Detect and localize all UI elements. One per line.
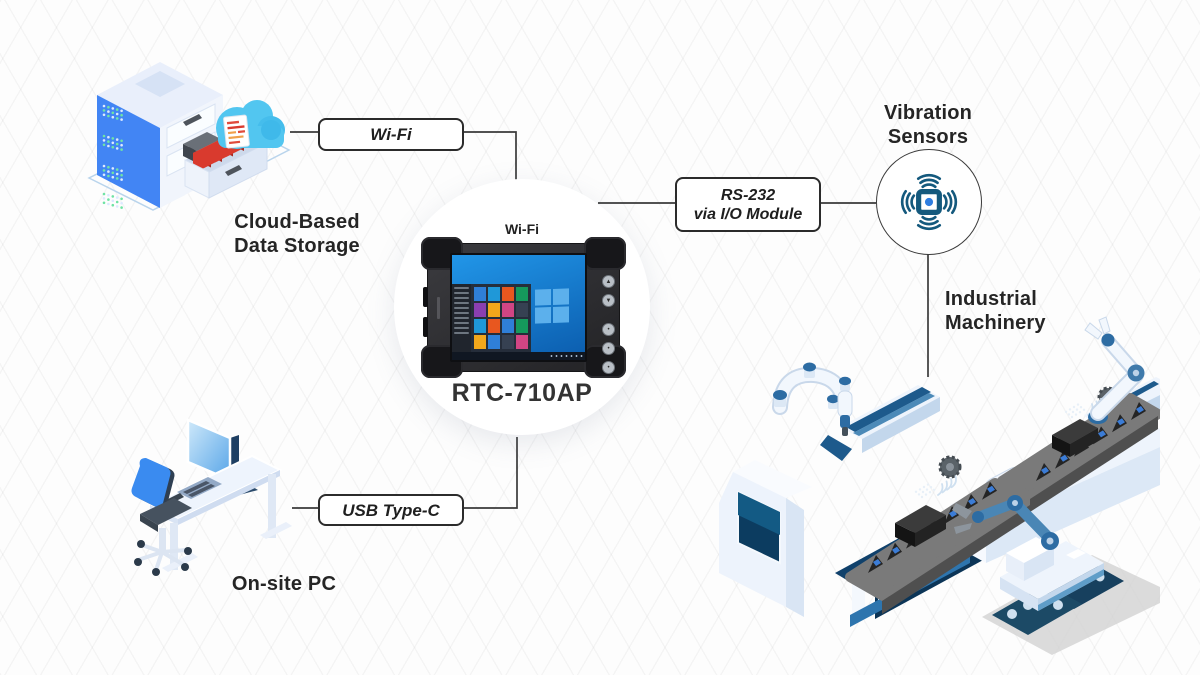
vibration-sensors-label: Vibration Sensors [828, 101, 1028, 149]
cloud-storage-label: Cloud-Based Data Storage [187, 210, 407, 258]
tablet-side-buttons: ▲ ▼ • • • [602, 275, 615, 380]
start-menu-tile [502, 335, 514, 349]
start-menu-tile [474, 319, 486, 333]
industrial-machinery-label: Industrial Machinery [945, 287, 1105, 335]
start-menu-tile [488, 319, 500, 333]
start-menu-tile [474, 335, 486, 349]
belt-module [1052, 419, 1098, 457]
windows-taskbar [452, 352, 585, 360]
windows-logo-icon [535, 288, 569, 324]
start-menu-tile [474, 287, 486, 301]
document-icon [223, 114, 250, 149]
start-menu-tile [516, 319, 528, 333]
tracked-robot-icon [952, 495, 1124, 635]
cloud-storage-label-line2: Data Storage [234, 235, 360, 257]
system-tray-icons [549, 354, 583, 358]
tablet-side-port [423, 317, 428, 337]
tablet-screen [450, 253, 587, 362]
rugged-tablet-image: ▲ ▼ • • • [421, 237, 626, 378]
wifi-connection-box: Wi-Fi [318, 118, 464, 151]
tablet-wifi-label: Wi-Fi [504, 221, 540, 237]
tablet-function-button-icon: • [602, 361, 615, 374]
office-chair-icon [131, 458, 192, 576]
tablet-function-button-icon: • [602, 323, 615, 336]
vibration-sensor-node-circle [876, 149, 982, 255]
usb-connection-box: USB Type-C [318, 494, 464, 526]
keyboard-icon [177, 477, 222, 499]
start-menu-tile [488, 303, 500, 317]
onsite-pc-label-text: On-site PC [231, 573, 337, 595]
vibration-sensors-label-line2: Sensors [887, 126, 969, 148]
cloud-storage-label-line1: Cloud-Based [234, 211, 360, 233]
start-menu-tiles [471, 284, 531, 352]
robotic-arm-icon [772, 362, 853, 461]
usb-connection-label: USB Type-C [342, 500, 440, 520]
tablet-function-button-icon: • [602, 342, 615, 355]
start-menu-tile [516, 303, 528, 317]
start-menu-tile [516, 335, 528, 349]
industrial-machinery-label-line2: Machinery [945, 312, 1046, 334]
tablet-model-label: RTC-710AP [451, 379, 593, 407]
start-menu-app-list [452, 284, 471, 352]
industrial-machinery-illustration [719, 316, 1160, 655]
start-menu-tile [502, 319, 514, 333]
tablet-down-button-icon: ▼ [602, 294, 615, 307]
start-menu-tile [488, 335, 500, 349]
tablet-side-port [423, 287, 428, 307]
tablet-up-button-icon: ▲ [602, 275, 615, 288]
rs232-connection-box: RS-232 via I/O Module [675, 177, 821, 232]
onsite-pc-label: On-site PC [174, 572, 394, 596]
tablet-node-circle: Wi-Fi ▲ ▼ • • • [394, 179, 650, 435]
vibration-sensors-label-line1: Vibration [883, 102, 973, 124]
tablet-bezel-logo [437, 297, 440, 319]
tablet-corner-bumper [584, 237, 626, 270]
conveyor-rail [840, 385, 940, 453]
vibration-sensor-icon [900, 173, 958, 231]
cloud-icon [216, 100, 285, 149]
robotic-arm-icon [1084, 316, 1145, 424]
cloud-storage-illustration [87, 62, 291, 211]
rs232-connection-label-line1: RS-232 [720, 186, 776, 204]
start-menu-tile [488, 287, 500, 301]
start-menu-tile [474, 303, 486, 317]
bolt [773, 362, 839, 409]
belt-module [895, 505, 946, 547]
machine-housing [719, 460, 812, 617]
start-menu-tile [516, 287, 528, 301]
windows-start-menu [452, 284, 531, 352]
rs232-connection-label-line2: via I/O Module [693, 205, 803, 223]
desk-pc-illustration [131, 418, 292, 576]
industrial-machinery-label-line1: Industrial [945, 288, 1038, 310]
wifi-connection-label: Wi-Fi [370, 125, 412, 144]
robot-arm [952, 495, 1059, 550]
start-menu-tile [502, 303, 514, 317]
start-menu-tile [502, 287, 514, 301]
